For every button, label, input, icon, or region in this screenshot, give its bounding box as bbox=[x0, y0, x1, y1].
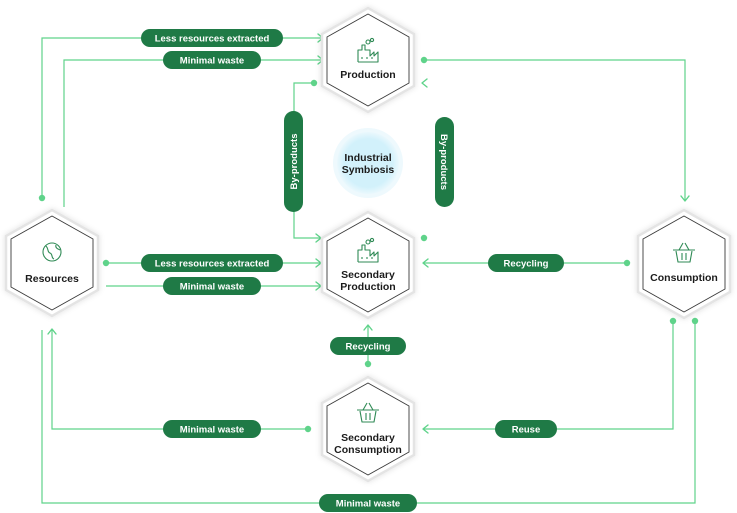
factory-icon bbox=[357, 37, 379, 63]
basket-icon bbox=[357, 402, 379, 423]
pill-minimal-waste-top: Minimal waste bbox=[163, 51, 261, 69]
pill-minimal-waste-mid: Minimal waste bbox=[163, 277, 261, 295]
arrow-secondary-bottom bbox=[363, 324, 373, 331]
dot bbox=[420, 56, 428, 64]
pill-less-resources-top: Less resources extracted bbox=[141, 29, 283, 47]
dot bbox=[364, 360, 372, 368]
node-label-line2: Production bbox=[340, 281, 395, 293]
node-secondary-consumption: Secondary Consumption bbox=[320, 375, 416, 483]
node-label: Resources bbox=[25, 273, 79, 285]
pill-label: By-products bbox=[289, 134, 300, 190]
industrial-symbiosis-circle: Industrial Symbiosis bbox=[333, 128, 403, 198]
pill-label: By-products bbox=[438, 134, 449, 190]
pill-label: Minimal waste bbox=[180, 282, 244, 293]
arrow-secondary-consumption-right bbox=[422, 424, 429, 434]
arrow-secondary-right bbox=[422, 258, 429, 268]
pill-label: Less resources extracted bbox=[155, 34, 270, 45]
factory-icon bbox=[357, 237, 379, 263]
arrow-consumption-top bbox=[680, 195, 690, 202]
dot bbox=[420, 234, 428, 242]
pill-label: Minimal waste bbox=[336, 499, 400, 510]
connector-dots bbox=[38, 56, 699, 433]
pill-label: Minimal waste bbox=[180, 56, 244, 67]
pill-labels: Less resources extracted Minimal waste L… bbox=[141, 29, 564, 512]
dot bbox=[669, 317, 677, 325]
pill-label: Minimal waste bbox=[180, 425, 244, 436]
arrow-resources-bottom bbox=[47, 328, 57, 335]
dot bbox=[623, 259, 631, 267]
node-label: Production bbox=[340, 69, 395, 81]
node-secondary-production: Secondary Production bbox=[320, 210, 416, 320]
pill-recycling-right: Recycling bbox=[488, 254, 564, 272]
center-label-line1: Industrial bbox=[344, 152, 391, 164]
node-label-line2: Consumption bbox=[334, 444, 402, 456]
node-production: Production bbox=[320, 6, 416, 114]
hexagon-outline bbox=[326, 217, 410, 313]
node-label: Consumption bbox=[650, 272, 718, 284]
center-label-line2: Symbiosis bbox=[342, 164, 395, 176]
dot bbox=[691, 317, 699, 325]
pill-byproducts-right: By-products bbox=[435, 117, 454, 207]
pill-reuse: Reuse bbox=[495, 420, 557, 438]
line-reuse bbox=[424, 322, 674, 430]
pill-minimal-waste-lower: Minimal waste bbox=[163, 420, 261, 438]
node-label-line1: Secondary bbox=[341, 269, 395, 281]
line-resources-to-production-waste bbox=[63, 59, 322, 207]
pill-minimal-waste-bottom: Minimal waste bbox=[319, 494, 417, 512]
pill-label: Less resources extracted bbox=[155, 259, 270, 270]
hexagon-outline bbox=[642, 215, 726, 313]
dot bbox=[38, 194, 46, 202]
line-minimal-waste-lower bbox=[51, 330, 308, 430]
node-consumption: Consumption bbox=[636, 208, 732, 320]
globe-icon bbox=[42, 242, 62, 262]
hexagon-outline bbox=[326, 382, 410, 476]
dot bbox=[310, 79, 318, 87]
pill-less-resources-mid: Less resources extracted bbox=[141, 254, 283, 272]
dot bbox=[304, 425, 312, 433]
basket-icon bbox=[673, 242, 695, 263]
hexagon-outline bbox=[326, 13, 410, 107]
dot bbox=[102, 259, 110, 267]
hexagon-outline bbox=[10, 215, 94, 311]
line-production-to-consumption bbox=[424, 59, 686, 200]
arrow-production-right-in bbox=[421, 78, 428, 88]
pill-label: Recycling bbox=[346, 342, 391, 353]
node-resources: Resources bbox=[4, 208, 100, 318]
pill-byproducts-left: By-products bbox=[284, 111, 303, 212]
pill-recycling-center: Recycling bbox=[330, 337, 406, 355]
pill-label: Recycling bbox=[504, 259, 549, 270]
node-label-line1: Secondary bbox=[341, 432, 395, 444]
pill-label: Reuse bbox=[512, 425, 541, 436]
